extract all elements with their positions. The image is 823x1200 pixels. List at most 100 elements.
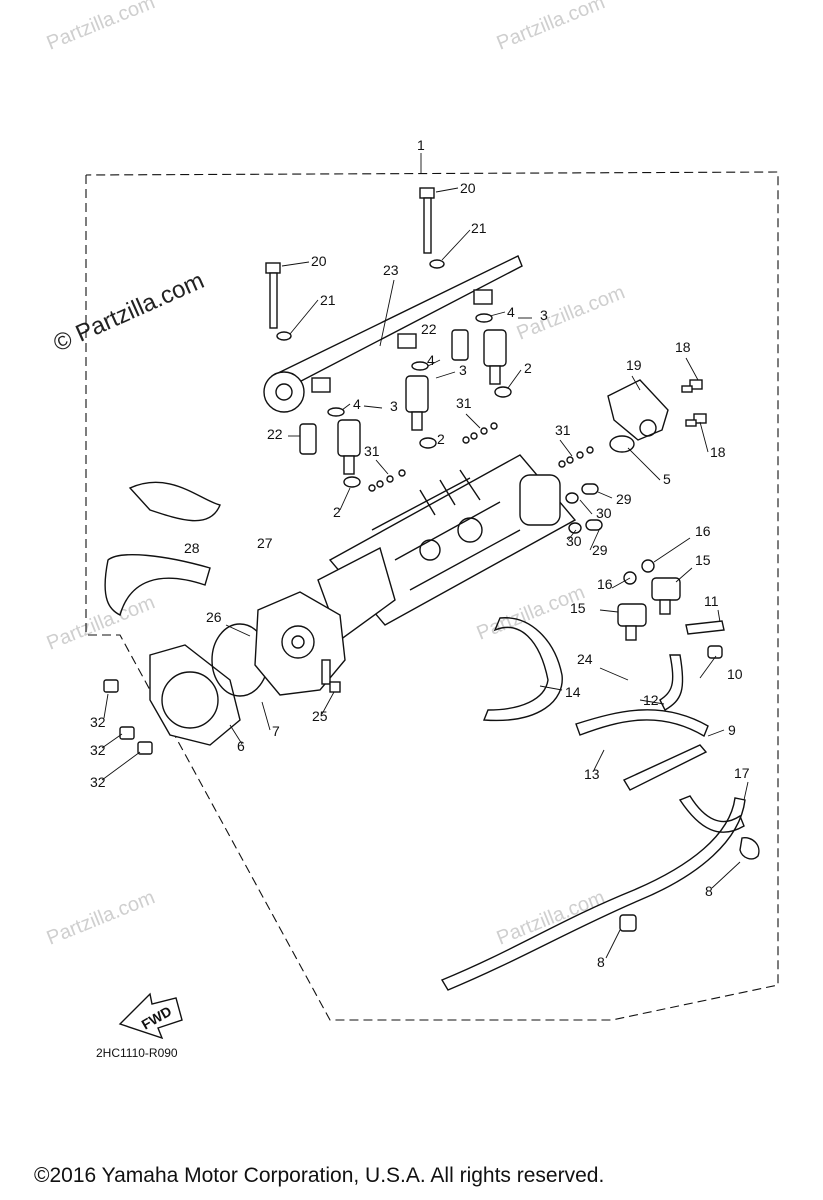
hoses [104, 481, 746, 991]
leader-line [539, 685, 563, 691]
leader-line [341, 403, 351, 411]
leader-line [605, 929, 621, 959]
injector-3 [327, 313, 507, 475]
fwd-arrow: FWD [118, 992, 183, 1040]
copyright-notice: ©2016 Yamaha Motor Corporation, U.S.A. A… [34, 1164, 605, 1187]
leader-line [507, 369, 522, 389]
sensor-15 [617, 559, 681, 641]
bolt-32 [103, 679, 153, 755]
bolt-20 [265, 187, 435, 329]
leader-line [653, 537, 691, 563]
callout-4: 4 [427, 352, 435, 368]
callout-13: 13 [584, 766, 600, 782]
tps-sensor-19 [607, 379, 707, 453]
leader-line [699, 421, 709, 453]
callout-15: 15 [695, 552, 711, 568]
callout-3: 3 [540, 307, 548, 323]
callout-19: 19 [626, 357, 642, 373]
leader-lines [101, 187, 749, 959]
callout-4: 4 [507, 304, 515, 320]
callout-29: 29 [616, 491, 632, 507]
leader-line [597, 491, 613, 499]
leader-line [261, 701, 271, 731]
leader-line [593, 749, 605, 771]
leader-line [281, 261, 310, 267]
callout-26: 26 [206, 609, 222, 625]
leader-line [435, 371, 456, 379]
seal-2 [343, 386, 512, 488]
leader-line [579, 499, 593, 515]
callout-6: 6 [237, 738, 245, 754]
watermark: Partzilla.com [494, 0, 608, 55]
callout-32: 32 [90, 774, 106, 790]
callout-27: 27 [257, 535, 273, 551]
callout-18: 18 [710, 444, 726, 460]
callout-22: 22 [421, 321, 437, 337]
leader-line [321, 691, 335, 715]
leader-line [289, 299, 319, 335]
callout-1: 1 [417, 137, 425, 153]
callout-7: 7 [272, 723, 280, 739]
leader-line [489, 311, 506, 317]
leader-line [101, 751, 141, 781]
cover-6 [149, 591, 346, 746]
callout-22: 22 [267, 426, 283, 442]
callout-8: 8 [705, 883, 713, 899]
callout-15: 15 [570, 600, 586, 616]
watermark: Partzilla.com [514, 281, 628, 344]
callout-25: 25 [312, 708, 328, 724]
callout-31: 31 [456, 395, 472, 411]
leader-line [717, 609, 721, 623]
callout-9: 9 [728, 722, 736, 738]
callout-4: 4 [353, 396, 361, 412]
leader-line [699, 655, 717, 679]
leader-line [427, 359, 441, 367]
leader-line [465, 413, 481, 429]
callout-32: 32 [90, 742, 106, 758]
leader-line [639, 699, 665, 705]
callout-32: 32 [90, 714, 106, 730]
callout-21: 21 [320, 292, 336, 308]
leader-line [631, 375, 641, 391]
leader-line [441, 229, 471, 261]
callout-16: 16 [695, 523, 711, 539]
fuel-rail [263, 255, 523, 413]
watermark: Partzilla.com [494, 886, 608, 949]
leader-line [743, 781, 749, 801]
leader-line [711, 861, 741, 889]
leader-line [363, 405, 383, 409]
fittings-29-30-31 [368, 422, 603, 534]
callout-30: 30 [596, 505, 612, 521]
leader-line [611, 577, 631, 589]
clamps-8 [619, 645, 760, 932]
leader-line [599, 667, 629, 681]
callout-labels: 1 20 21 20 23 21 4 3 22 4 3 2 4 3 18 19 … [90, 137, 750, 970]
watermark: Partzilla.com [44, 591, 158, 654]
leader-line [599, 609, 619, 613]
leader-line [675, 567, 693, 583]
callout-3: 3 [390, 398, 398, 414]
callout-31: 31 [364, 443, 380, 459]
leader-line [627, 447, 661, 481]
watermark: Partzilla.com [44, 0, 158, 55]
leader-line [101, 733, 123, 749]
collar-22 [299, 329, 469, 455]
leader-line [559, 439, 573, 457]
leader-line [567, 529, 577, 541]
callout-12: 12 [643, 692, 659, 708]
callout-20: 20 [460, 180, 476, 196]
callout-29: 29 [592, 542, 608, 558]
throttle-body [317, 454, 577, 642]
callout-2: 2 [524, 360, 532, 376]
washer-21 [276, 259, 445, 341]
assembly-boundary [85, 153, 779, 1021]
callout-2: 2 [437, 431, 445, 447]
callout-3: 3 [459, 362, 467, 378]
callout-18: 18 [675, 339, 691, 355]
callout-17: 17 [734, 765, 750, 781]
callout-8: 8 [597, 954, 605, 970]
leader-line [229, 724, 243, 745]
leader-line [225, 624, 251, 637]
watermark: Partzilla.com [44, 886, 158, 949]
